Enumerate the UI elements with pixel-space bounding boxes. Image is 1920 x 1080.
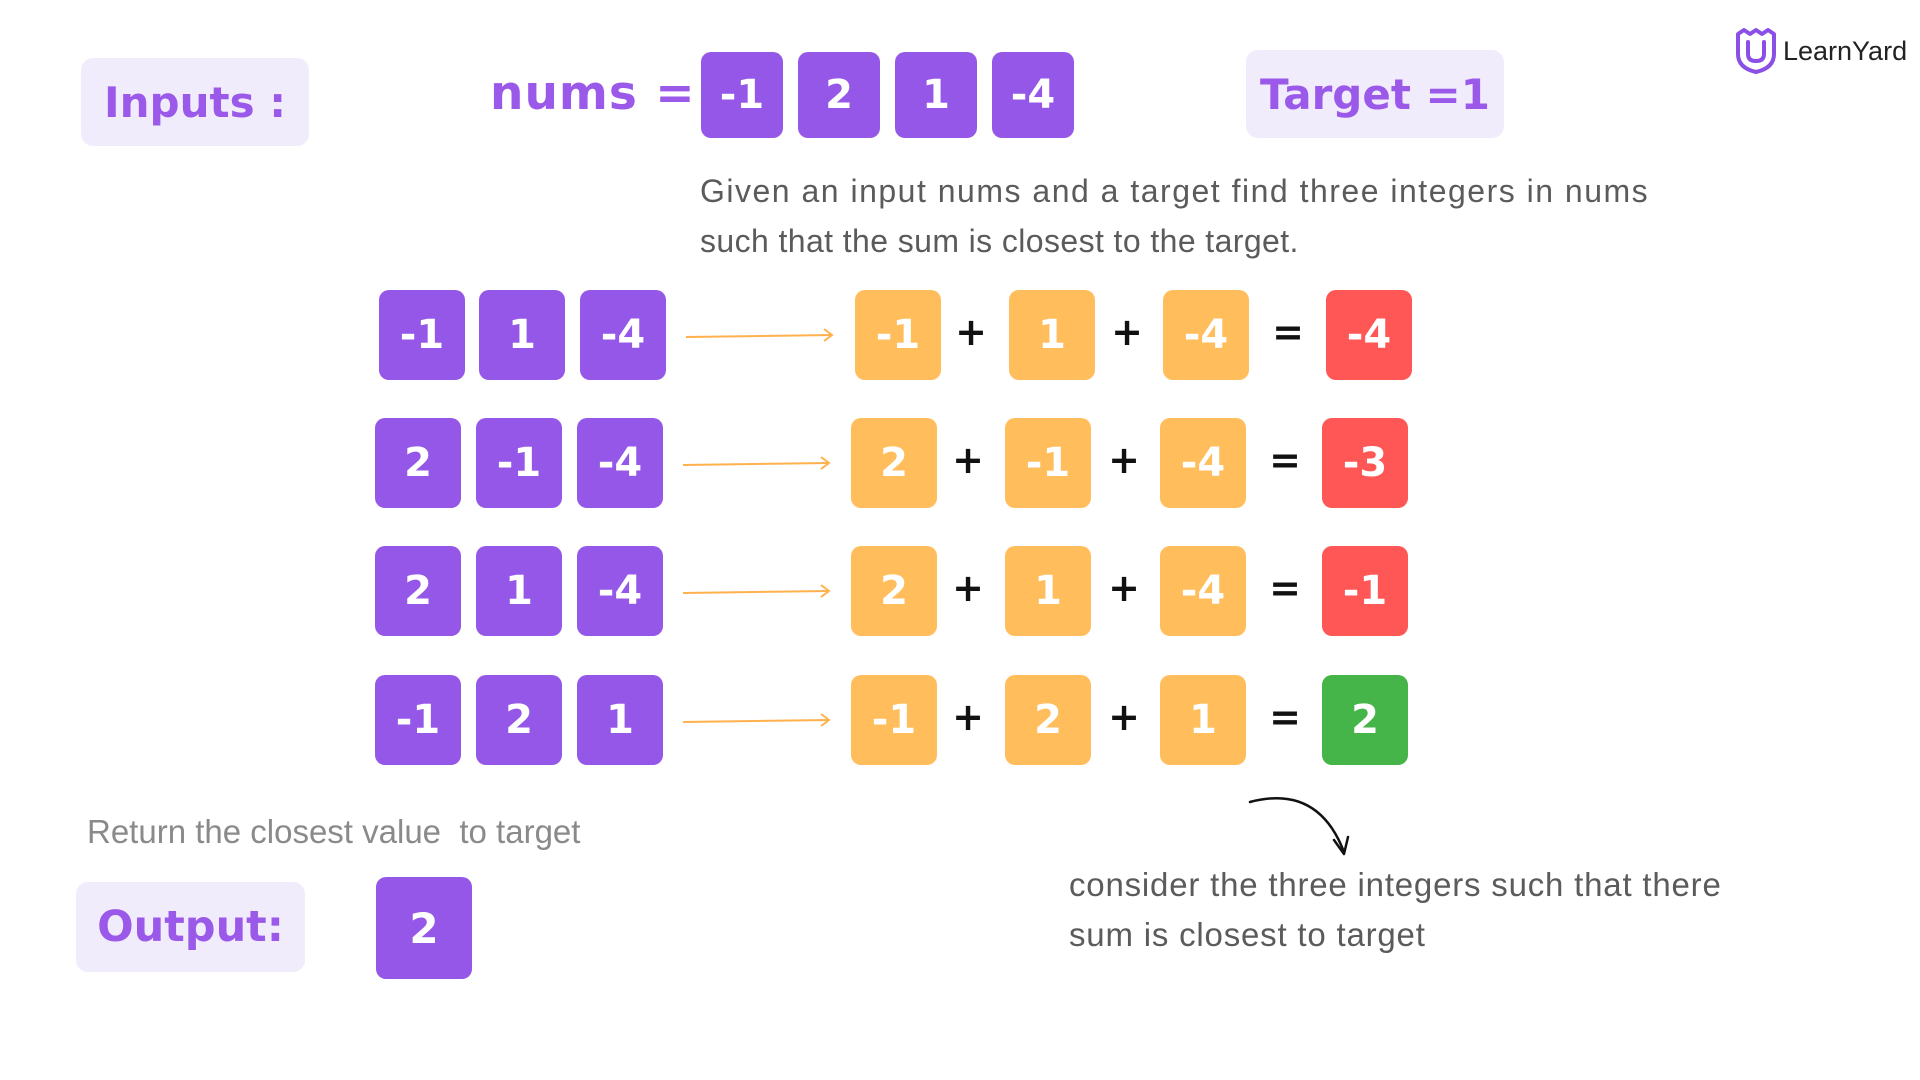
- plus-sign: +: [1108, 566, 1140, 610]
- note-line: consider the three integers such that th…: [1069, 866, 1722, 903]
- picked-tile: 1: [577, 675, 663, 765]
- plus-sign: +: [1108, 695, 1140, 739]
- result-tile: -3: [1322, 418, 1408, 508]
- picked-tile: -1: [379, 290, 465, 380]
- shield-u-icon: [1736, 28, 1776, 74]
- equals-sign: =: [1272, 310, 1304, 354]
- nums-tile: -1: [701, 52, 783, 138]
- term-tile: 2: [851, 418, 937, 508]
- term-tile: 2: [1005, 675, 1091, 765]
- output-label: Output:: [76, 882, 305, 972]
- term-tile: 2: [851, 546, 937, 636]
- nums-tile: 1: [895, 52, 977, 138]
- picked-tile: 1: [476, 546, 562, 636]
- term-tile: 1: [1005, 546, 1091, 636]
- brand-logo: LearnYard: [1735, 28, 1907, 74]
- description-line: Given an input nums and a target find th…: [700, 173, 1650, 209]
- term-tile: -4: [1160, 546, 1246, 636]
- result-tile: 2: [1322, 675, 1408, 765]
- arrow-icon: [685, 328, 834, 342]
- equals-sign: =: [1269, 566, 1301, 610]
- term-tile: -1: [1005, 418, 1091, 508]
- picked-tile: -1: [375, 675, 461, 765]
- description-line: such that the sum is closest to the targ…: [700, 223, 1299, 259]
- note: consider the three integers such that th…: [1069, 860, 1722, 960]
- equals-sign: =: [1269, 695, 1301, 739]
- nums-label: nums =: [490, 66, 696, 121]
- term-tile: -4: [1160, 418, 1246, 508]
- curved-arrow-icon: [1248, 797, 1350, 856]
- plus-sign: +: [1111, 310, 1143, 354]
- picked-tile: 1: [479, 290, 565, 380]
- term-tile: -1: [851, 675, 937, 765]
- nums-tile: 2: [798, 52, 880, 138]
- inputs-label: Inputs :: [81, 58, 309, 146]
- result-tile: -1: [1322, 546, 1408, 636]
- picked-tile: 2: [476, 675, 562, 765]
- term-tile: -4: [1163, 290, 1249, 380]
- term-tile: 1: [1009, 290, 1095, 380]
- plus-sign: +: [952, 438, 984, 482]
- plus-sign: +: [952, 695, 984, 739]
- result-tile: -4: [1326, 290, 1412, 380]
- equals-sign: =: [1269, 438, 1301, 482]
- return-text: Return the closest value to target: [87, 813, 581, 850]
- term-tile: 1: [1160, 675, 1246, 765]
- picked-tile: 2: [375, 546, 461, 636]
- brand-name: LearnYard: [1783, 35, 1908, 66]
- plus-sign: +: [1108, 438, 1140, 482]
- description: Given an input nums and a target find th…: [700, 166, 1649, 266]
- plus-sign: +: [952, 566, 984, 610]
- plus-sign: +: [955, 310, 987, 354]
- picked-tile: -1: [476, 418, 562, 508]
- term-tile: -1: [855, 290, 941, 380]
- picked-tile: 2: [375, 418, 461, 508]
- picked-tile: -4: [577, 546, 663, 636]
- arrow-icon: [682, 584, 831, 598]
- note-line: sum is closest to target: [1069, 916, 1426, 953]
- picked-tile: -4: [580, 290, 666, 380]
- arrow-icon: [682, 713, 831, 727]
- nums-tile: -4: [992, 52, 1074, 138]
- target-label: Target =1: [1246, 50, 1504, 138]
- output-value-tile: 2: [376, 877, 472, 979]
- arrow-icon: [682, 456, 831, 470]
- picked-tile: -4: [577, 418, 663, 508]
